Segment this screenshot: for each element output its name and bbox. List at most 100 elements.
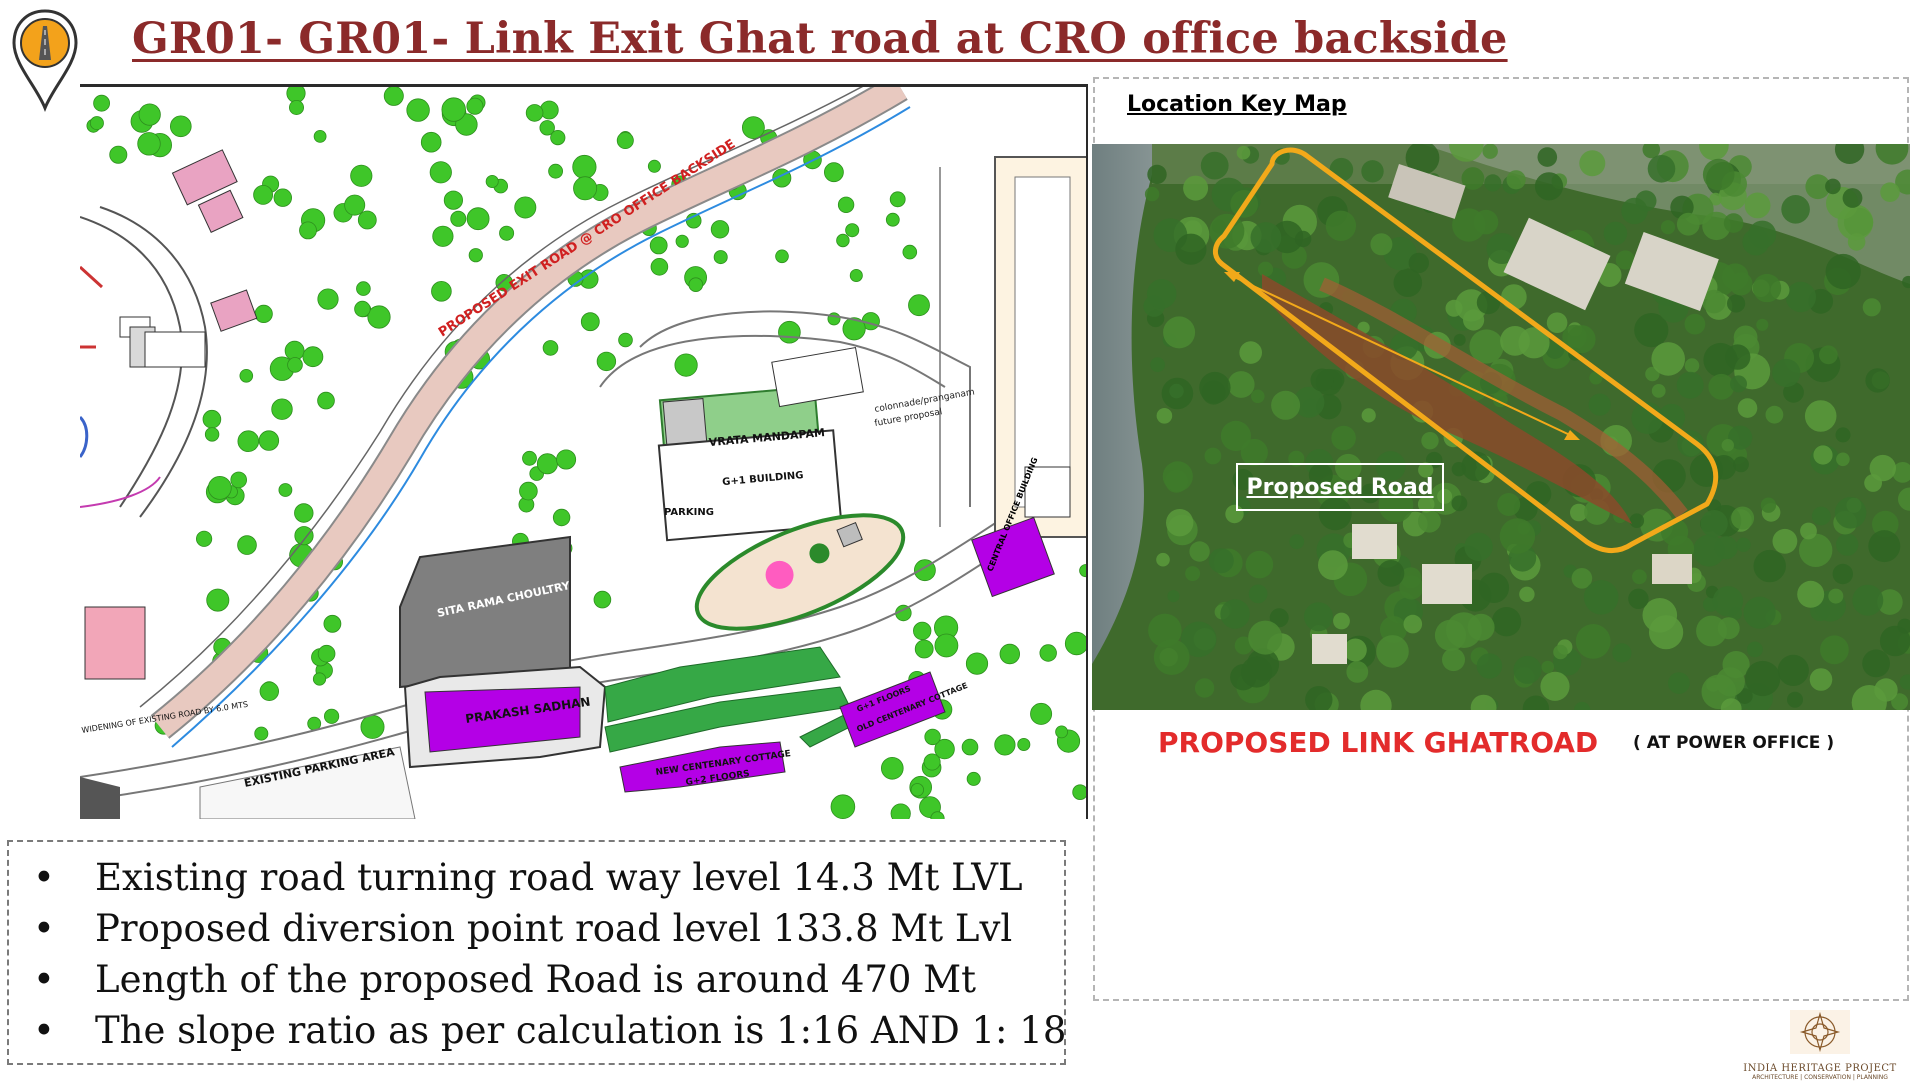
canopy-blob [1541, 660, 1555, 674]
canopy-blob [1747, 641, 1763, 658]
canopy-blob [1743, 596, 1776, 629]
canopy-blob [1251, 389, 1265, 404]
canopy-blob [1819, 345, 1838, 365]
canopy-blob [1200, 151, 1229, 180]
tree-icon [616, 132, 634, 150]
canopy-blob [1482, 144, 1498, 159]
canopy-blob [1506, 170, 1526, 190]
tree-icon [259, 681, 280, 702]
bullet-icon: • [33, 907, 55, 950]
tree-icon [299, 221, 317, 240]
canopy-blob [1862, 649, 1890, 678]
canopy-blob [1522, 695, 1550, 710]
tree-icon [596, 351, 617, 372]
tree-icon [688, 277, 704, 293]
tree-icon [137, 132, 161, 156]
tree-icon [1064, 631, 1086, 656]
tree-icon [89, 116, 104, 131]
tree-icon [1055, 725, 1068, 739]
canopy-blob [1335, 453, 1362, 481]
canopy-blob [1288, 450, 1305, 467]
tree-icon [573, 176, 598, 201]
canopy-blob [1484, 174, 1502, 192]
canopy-blob [1800, 522, 1817, 540]
canopy-blob [1723, 213, 1744, 233]
canopy-blob [1668, 672, 1690, 694]
canopy-blob [1150, 357, 1165, 373]
canopy-blob [1208, 548, 1234, 574]
canopy-blob [1647, 155, 1676, 183]
canopy-blob [1147, 164, 1167, 185]
tree-icon [536, 453, 558, 475]
tree-icon [849, 268, 863, 282]
tree-icon [207, 475, 232, 500]
tree-icon [742, 116, 765, 139]
canopy-blob [1239, 341, 1262, 364]
canopy-blob [1403, 614, 1423, 634]
canopy-blob [1727, 294, 1746, 313]
canopy-blob [1325, 210, 1357, 241]
canopy-blob [1832, 563, 1853, 585]
canopy-blob [1361, 408, 1376, 423]
tree-icon [999, 643, 1021, 665]
canopy-blob [1169, 383, 1184, 399]
canopy-blob [1461, 167, 1485, 190]
tree-icon [350, 164, 373, 187]
tree-icon [710, 220, 730, 239]
note-text: The slope ratio as per calculation is 1:… [95, 1009, 1067, 1052]
brand-name: INDIA HERITAGE PROJECT [1743, 1063, 1897, 1074]
tree-icon [910, 783, 925, 797]
canopy-blob [1760, 497, 1777, 513]
tree-icon [675, 234, 689, 248]
tree-icon [230, 471, 248, 489]
canopy-blob [1162, 461, 1193, 492]
location-pin-icon [12, 9, 78, 112]
canopy-blob [1333, 612, 1350, 630]
canopy-blob [1183, 175, 1209, 201]
canopy-blob [1842, 188, 1863, 208]
canopy-blob [1269, 608, 1289, 628]
canopy-blob [1377, 560, 1405, 587]
tree-icon [324, 708, 340, 724]
canopy-blob [1714, 536, 1738, 560]
canopy-blob [1405, 144, 1440, 175]
tree-icon [288, 99, 304, 115]
canopy-blob [1144, 186, 1160, 202]
tree-icon [519, 481, 538, 501]
canopy-blob [1720, 698, 1742, 710]
canopy-blob [1736, 537, 1751, 552]
canopy-blob [1772, 528, 1798, 554]
canopy-blob [1731, 506, 1755, 530]
canopy-blob [1294, 230, 1312, 248]
canopy-blob [1805, 174, 1831, 200]
canopy-blob [1725, 344, 1751, 370]
tree-layer [86, 87, 1086, 819]
canopy-blob [1189, 541, 1210, 562]
canopy-blob [1153, 639, 1190, 675]
note-text: Length of the proposed Road is around 47… [95, 958, 976, 1001]
canopy-blob [1603, 221, 1628, 246]
canopy-blob [1305, 686, 1333, 710]
canopy-blob [1163, 316, 1196, 349]
tree-icon [485, 175, 499, 189]
tree-icon [367, 305, 391, 329]
canopy-blob [1651, 384, 1666, 398]
canopy-blob [1418, 462, 1434, 478]
canopy-blob [1570, 503, 1588, 522]
canopy-blob [1729, 272, 1753, 296]
canopy-blob [1451, 495, 1468, 512]
canopy-blob [1437, 488, 1453, 504]
canopy-blob [1753, 549, 1786, 583]
canopy-blob [1421, 432, 1439, 450]
tree-icon [908, 294, 930, 317]
canopy-blob [1879, 625, 1910, 657]
tree-icon [360, 714, 385, 739]
canopy-blob [1400, 567, 1422, 589]
tree-icon [913, 621, 932, 641]
tree-icon [431, 281, 452, 302]
tree-icon [1017, 738, 1031, 752]
tree-icon [287, 357, 303, 373]
canopy-blob [1828, 588, 1844, 604]
canopy-blob [1765, 405, 1784, 424]
canopy-blob [1220, 599, 1250, 629]
